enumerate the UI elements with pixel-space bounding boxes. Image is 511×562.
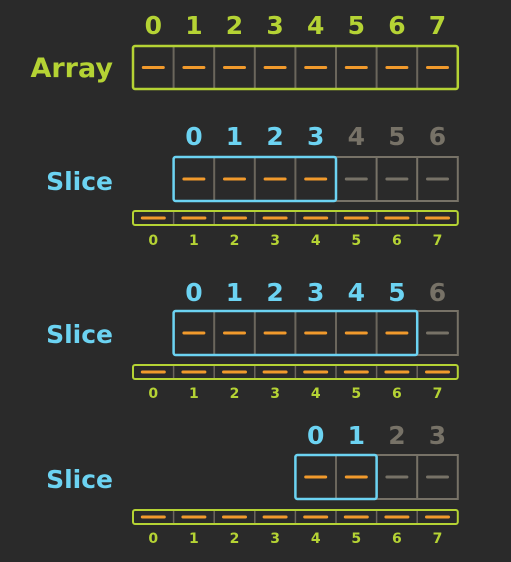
backing-array-index-label: 3 <box>270 386 280 402</box>
backing-array-index-label: 1 <box>189 386 199 402</box>
backing-array-index-label: 7 <box>433 386 443 402</box>
array-index-label: 2 <box>226 11 243 40</box>
slice-index-label: 3 <box>307 278 324 307</box>
backing-array-index-label: 2 <box>230 531 240 547</box>
slice-index-label: 0 <box>185 278 202 307</box>
backing-array-index-label: 5 <box>351 386 361 402</box>
backing-array-index-label: 4 <box>311 531 321 547</box>
array-index-label: 6 <box>388 11 405 40</box>
slice-index-label: 0 <box>307 421 324 450</box>
backing-array-index-label: 6 <box>392 531 402 547</box>
backing-array-index-label: 3 <box>270 233 280 249</box>
array-index-label: 3 <box>266 11 283 40</box>
backing-array-index-label: 0 <box>148 233 158 249</box>
slice-index-label: 1 <box>226 122 243 151</box>
slice-index-label: 6 <box>429 122 446 151</box>
slice-index-label: 6 <box>429 278 446 307</box>
backing-array-index-label: 3 <box>270 531 280 547</box>
slice-index-label: 5 <box>388 122 405 151</box>
backing-array-index-label: 7 <box>433 233 443 249</box>
backing-array-box <box>132 210 459 226</box>
array-index-label: 1 <box>185 11 202 40</box>
backing-array-box <box>132 509 459 525</box>
slice-index-label: 4 <box>348 278 365 307</box>
backing-array-index-label: 2 <box>230 386 240 402</box>
backing-array-index-label: 2 <box>230 233 240 249</box>
slice-length-box <box>172 309 419 357</box>
array-index-label: 5 <box>348 11 365 40</box>
array-index-label: 0 <box>145 11 162 40</box>
array-box <box>131 44 460 91</box>
slice-index-label: 2 <box>266 122 283 151</box>
backing-array-index-label: 5 <box>351 531 361 547</box>
slice-label: Slice <box>46 167 113 196</box>
array-label: Array <box>30 53 113 84</box>
slice-index-label: 3 <box>307 122 324 151</box>
backing-array-box <box>132 364 459 380</box>
backing-array-index-label: 4 <box>311 386 321 402</box>
slice-index-label: 1 <box>348 421 365 450</box>
backing-array-index-label: 1 <box>189 531 199 547</box>
slice-index-label: 0 <box>185 122 202 151</box>
slice-length-box <box>294 453 378 501</box>
backing-array-index-label: 7 <box>433 531 443 547</box>
slice-label: Slice <box>46 465 113 494</box>
slice-index-label: 2 <box>266 278 283 307</box>
array-index-label: 7 <box>429 11 446 40</box>
backing-array-index-label: 0 <box>148 386 158 402</box>
backing-array-index-label: 6 <box>392 386 402 402</box>
slice-label: Slice <box>46 320 113 349</box>
slice-index-label: 5 <box>388 278 405 307</box>
backing-array-index-label: 1 <box>189 233 199 249</box>
slice-index-label: 4 <box>348 122 365 151</box>
backing-array-index-label: 0 <box>148 531 158 547</box>
slice-index-label: 1 <box>226 278 243 307</box>
slice-index-label: 2 <box>388 421 405 450</box>
slice-index-label: 3 <box>429 421 446 450</box>
array-index-label: 4 <box>307 11 324 40</box>
backing-array-index-label: 5 <box>351 233 361 249</box>
backing-array-index-label: 4 <box>311 233 321 249</box>
slice-length-box <box>172 155 338 203</box>
backing-array-index-label: 6 <box>392 233 402 249</box>
